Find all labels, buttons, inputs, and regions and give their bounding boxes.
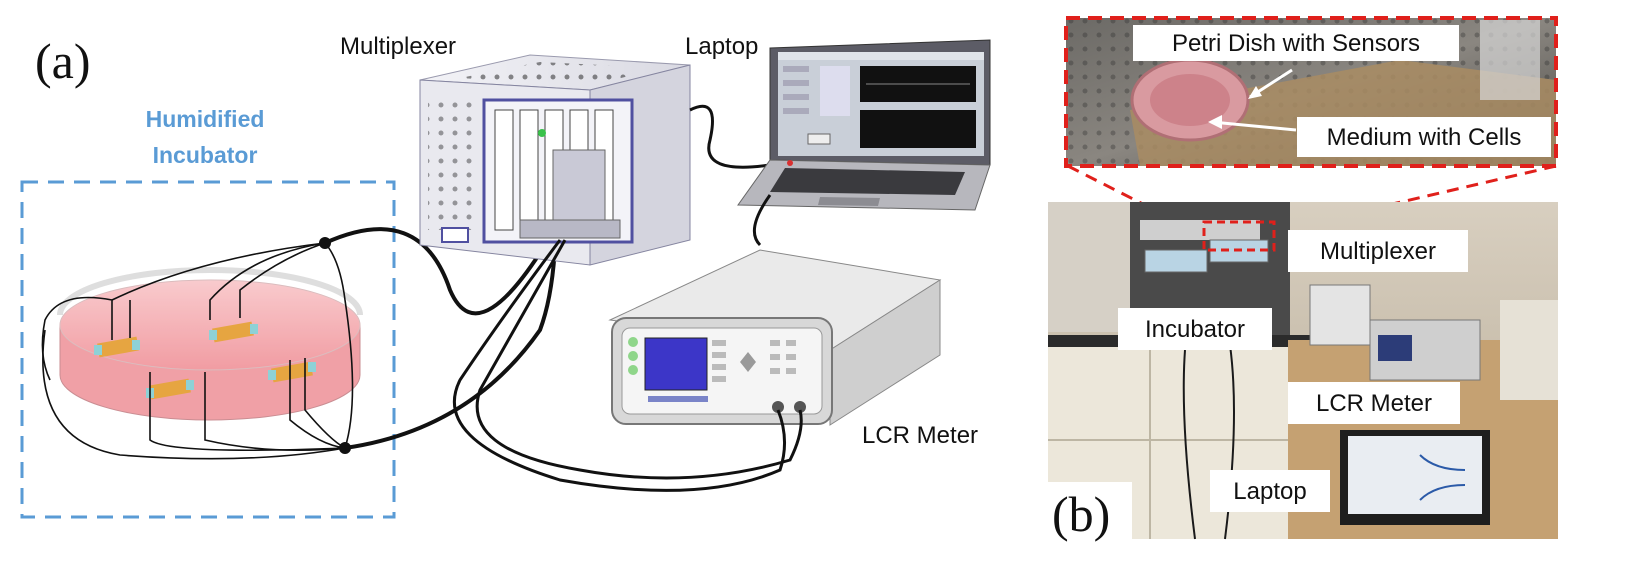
lcr-meter-device <box>608 249 942 426</box>
incubator-label-line1: Humidified <box>146 106 265 132</box>
incubator-boundary <box>20 180 396 519</box>
multiplexer-device <box>419 54 691 266</box>
laptop-photo-label-bg <box>1210 470 1330 512</box>
laptop-label: Laptop <box>685 33 758 60</box>
multiplexer-photo-label: Multiplexer <box>1320 238 1436 265</box>
inset-label-2: Medium with Cells <box>1327 124 1522 151</box>
incubator-label-line2: Incubator <box>153 142 258 168</box>
panel-b-letter: (b) <box>1052 486 1110 542</box>
sensor-1 <box>94 336 140 358</box>
panel-b-letter-bg <box>1048 482 1132 540</box>
incubator-photo-label-bg <box>1118 308 1272 350</box>
inset-label-1: Petri Dish with Sensors <box>1172 30 1420 57</box>
incubator-photo-label: Incubator <box>1145 316 1245 343</box>
panel-b: Petri Dish with Sensors Medium with Cell… <box>1048 16 1558 542</box>
main-cables <box>324 219 562 450</box>
mux-lcr-cables <box>452 239 803 492</box>
sensor-2 <box>209 321 258 343</box>
laptop-lcr-cable <box>752 194 772 247</box>
inset-highlight-box <box>1064 16 1558 168</box>
panel-a-letter: (a) <box>35 33 91 89</box>
multiplexer-photo-label-bg <box>1288 230 1468 272</box>
multiplexer-label: Multiplexer <box>340 33 456 60</box>
lcr-photo-label-bg <box>1288 382 1460 424</box>
inset-label-1-bg <box>1133 25 1459 61</box>
laptop-device <box>737 39 991 211</box>
mux-laptop-cable <box>689 104 771 169</box>
inset-arrow-2 <box>1211 120 1297 132</box>
sensor-4 <box>268 361 316 383</box>
lcr-meter-label: LCR Meter <box>862 422 978 449</box>
lcr-photo-label: LCR Meter <box>1316 390 1432 417</box>
photo-highlight-box <box>1202 220 1276 252</box>
inset-label-2-bg <box>1297 117 1551 157</box>
panel-a: (a) Humidified Incubator <box>20 33 991 519</box>
laptop-photo-label: Laptop <box>1233 478 1306 505</box>
